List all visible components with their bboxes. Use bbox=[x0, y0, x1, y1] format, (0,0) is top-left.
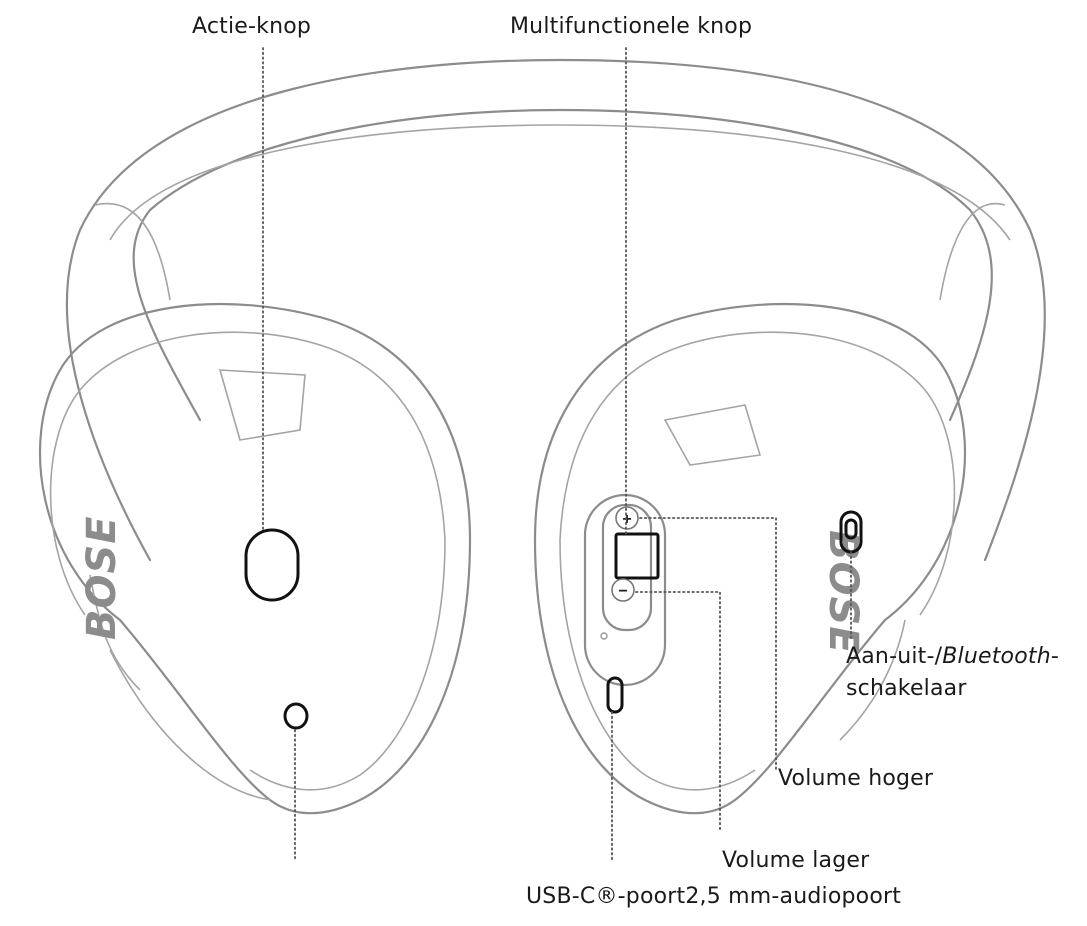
right-ear-cup: BOSE bbox=[533, 302, 967, 815]
left-ear-cup: BOSE bbox=[38, 302, 472, 815]
power-bluetooth-label: Aan-uit-/Bluetooth- bbox=[846, 644, 1059, 669]
left-brand-logo: BOSE bbox=[79, 515, 125, 640]
usb-c-port-icon bbox=[606, 676, 624, 714]
usb-c-port-label: USB-C®-poort2,5 mm-audiopoort bbox=[526, 884, 902, 909]
plus-icon: + bbox=[622, 511, 631, 528]
volume-up-button[interactable] bbox=[615, 506, 639, 530]
headband bbox=[65, 58, 1046, 562]
volume-up-label: Volume hoger bbox=[778, 766, 934, 791]
volume-down-button[interactable] bbox=[611, 578, 635, 602]
action-button-icon[interactable] bbox=[244, 528, 300, 602]
multifunction-button-label: Multifunctionele knop bbox=[510, 14, 753, 39]
action-button-label: Actie-knop bbox=[192, 14, 312, 39]
status-light-icon bbox=[600, 632, 608, 640]
control-strip bbox=[583, 493, 667, 687]
audio-port-icon bbox=[283, 702, 309, 730]
minus-icon: − bbox=[618, 583, 627, 600]
volume-down-label: Volume lager bbox=[722, 848, 870, 873]
power-bluetooth-label-line2: schakelaar bbox=[846, 676, 967, 701]
leader-lines bbox=[262, 47, 852, 861]
multifunction-button[interactable] bbox=[614, 532, 660, 580]
